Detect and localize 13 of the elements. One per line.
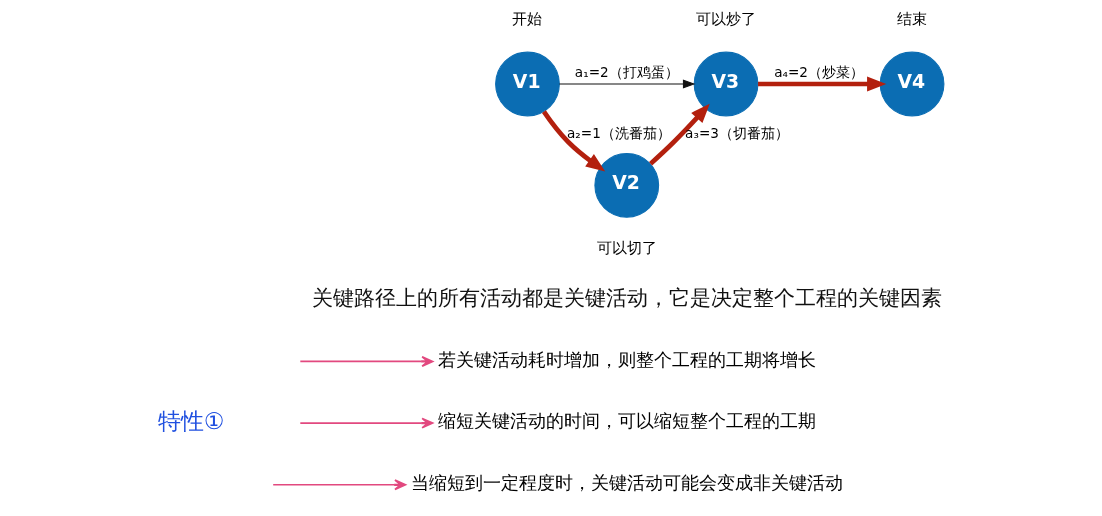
node-text: 当缩短到一定程度时，关键活动可能会变成非关键活动	[410, 473, 843, 494]
edge-label: a₂=1（洗番茄）	[567, 125, 671, 142]
node-text: 缩短关键活动的时间，可以缩短整个工程的工期	[437, 411, 816, 432]
node-label: 可以切了	[596, 238, 657, 256]
node-label: 结束	[897, 10, 928, 28]
edge-label: a₄=2（炒菜）	[774, 64, 864, 81]
node-label: 开始	[512, 10, 543, 28]
node-text: 若关键活动耗时增加，则整个工程的工期将增长	[437, 349, 816, 370]
edge-label: a₁=2（打鸡蛋）	[574, 64, 679, 81]
edge-label: a₃=3（切番茄）	[685, 125, 789, 142]
label: 特性①	[157, 407, 225, 434]
label: 关键路径上的所有活动都是关键活动，它是决定整个工程的关键因素	[311, 286, 942, 311]
node-label: 可以炒了	[696, 10, 757, 28]
